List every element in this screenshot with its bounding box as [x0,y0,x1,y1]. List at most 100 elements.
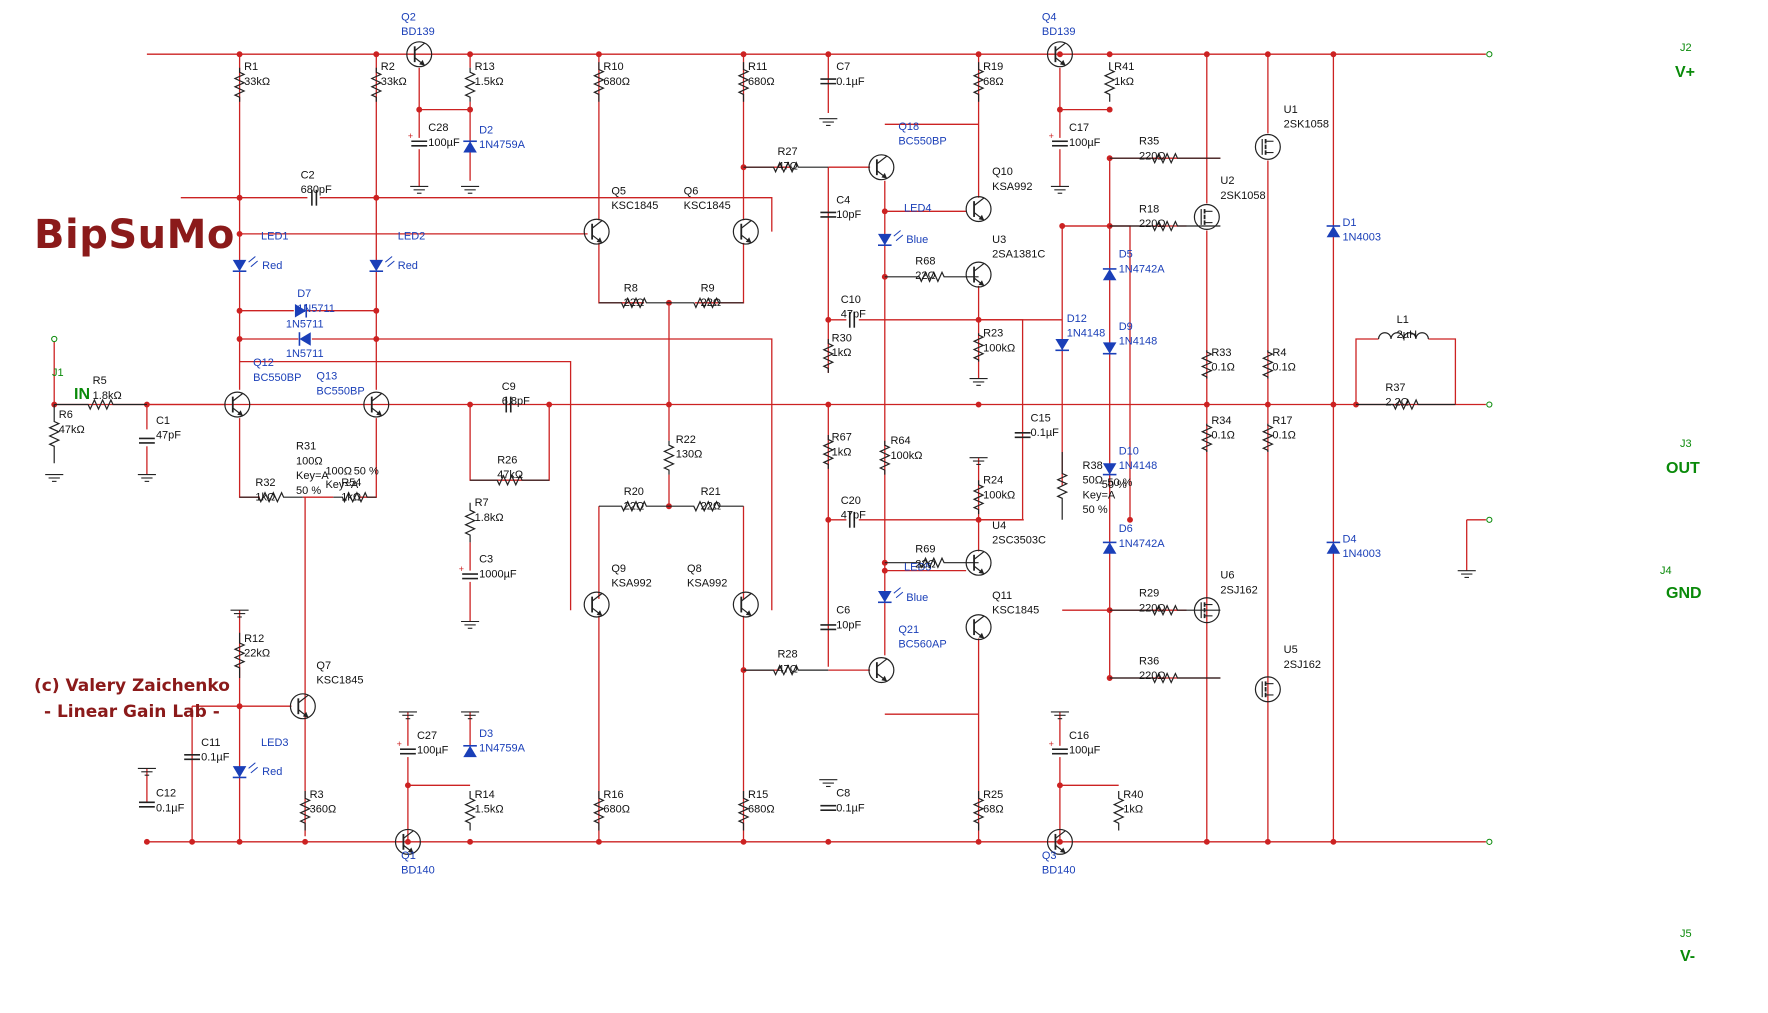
r37-label-1: 2.2Ω [1385,397,1409,409]
c27-label-1: 100µF [417,745,449,757]
l1-label-1: 2µH [1397,329,1417,341]
c12-label-1: 0.1µF [156,802,185,814]
r34-label-0: R34 [1211,415,1231,427]
d6-label-1: 1N4742A [1119,538,1166,550]
r35-resistor [1109,152,1221,165]
d9-label-1: 1N4148 [1119,336,1158,348]
d1-diode [1326,225,1341,238]
r7-label-0: R7 [475,497,489,509]
c27-label-0: C27 [417,730,437,742]
r2-resistor [370,67,383,102]
r30-label-0: R30 [832,332,852,344]
c1-label-1: 47pF [156,429,181,441]
d2-diode [463,140,477,153]
connector-j3[interactable] [1486,401,1493,408]
ground-symbol [398,711,417,720]
c15-label-0: C15 [1031,412,1051,424]
c1-label-0: C1 [156,415,170,427]
r31-label-0: R31 [296,441,316,453]
connector-j5-id: J5 [1680,928,1692,940]
connector-j5[interactable] [1486,838,1493,845]
r54-label-0: R54 [341,477,361,489]
r9-label-1: 22Ω [701,297,721,309]
d8-diode [298,332,311,346]
connector-j4[interactable] [1486,516,1493,523]
c16-label-0: C16 [1069,730,1089,742]
u6-label-1: 2SJ162 [1220,584,1257,596]
c4-label-0: C4 [836,194,850,206]
c15-label-1: 0.1µF [1031,427,1060,439]
r64-label-0: R64 [890,435,910,447]
r35-label-1: 220Ω [1139,150,1166,162]
c12-label-0: C12 [156,788,176,800]
r24-label-0: R24 [983,475,1003,487]
r18-label-1: 220Ω [1139,218,1166,230]
schematic-title: BipSuMo [34,212,235,258]
r32-label-1: 1kΩ [255,492,275,504]
connector-j1[interactable] [51,335,58,343]
c12-capacitor [138,801,155,808]
q6-label-1: KSC1845 [684,200,731,212]
led2-color: Red [398,260,418,272]
r36-label-1: 220Ω [1139,670,1166,682]
d12-label-1: 1N4148 [1067,328,1106,340]
svg-text:+: + [1049,739,1054,749]
d9-diode [1102,342,1117,355]
r38-resistor [1056,452,1069,520]
connector-j5-net: V- [1680,948,1696,965]
r67-resistor [822,435,835,469]
c10-label-1: 47pF [841,309,866,321]
q18-transistor [868,154,895,181]
r33-label-1: 0.1Ω [1211,362,1235,374]
c2-capacitor [311,189,318,206]
r20-label-0: R20 [624,486,644,498]
connector-j4-id: J4 [1660,565,1672,577]
c8-label-0: C8 [836,788,850,800]
connector-j2[interactable] [1486,51,1493,58]
c3-label-1: 1000µF [479,568,517,580]
r17-label-1: 0.1Ω [1272,429,1296,441]
r68-label-1: 22Ω [915,270,935,282]
r67-label-1: 1kΩ [832,446,852,458]
copyright-line: (c) Valery Zaichenko [34,676,230,696]
c2-label-0: C2 [301,170,315,182]
r41-label-0: R41 [1114,61,1134,73]
u6-mosfet [1193,597,1220,624]
q8-label-0: Q8 [687,563,702,575]
r64-resistor [878,440,891,475]
r19-resistor [972,62,985,102]
r30-resistor [822,339,835,373]
r27-label-1: 47Ω [777,161,797,173]
led4-led [878,230,904,247]
svg-text:+: + [459,564,464,574]
r28-resistor [743,664,829,677]
r18-label-0: R18 [1139,203,1159,215]
r6-label-0: R6 [59,409,73,421]
c9-label-1: 6.8pF [502,396,530,408]
u5-mosfet [1254,676,1281,703]
d10-label-1: 1N4148 [1119,460,1158,472]
r16-resistor [592,791,605,831]
r40-resistor [1112,791,1125,831]
c10-capacitor [848,311,856,328]
r31-label-1: 100Ω [296,455,323,467]
r29-resistor [1109,604,1221,617]
r16-label-1: 680Ω [603,803,630,815]
r19-label-0: R19 [983,61,1003,73]
r5-label-0: R5 [93,375,107,387]
r41-label-1: 1kΩ [1114,76,1134,88]
q13-label-0: Q13 [316,371,337,383]
r13-label-0: R13 [475,61,495,73]
q12-label-1: BC550BP [253,372,301,384]
connector-j4-net: GND [1666,585,1702,602]
r10-label-0: R10 [603,61,623,73]
r40-label-0: R40 [1123,789,1143,801]
led3-color: Red [262,766,282,778]
q9-label-0: Q9 [611,563,626,575]
r69-label-0: R69 [915,544,935,556]
r36-resistor [1109,672,1221,684]
l1-inductor [1378,332,1429,340]
ground-symbol [410,185,429,194]
r2-label-0: R2 [381,61,395,73]
